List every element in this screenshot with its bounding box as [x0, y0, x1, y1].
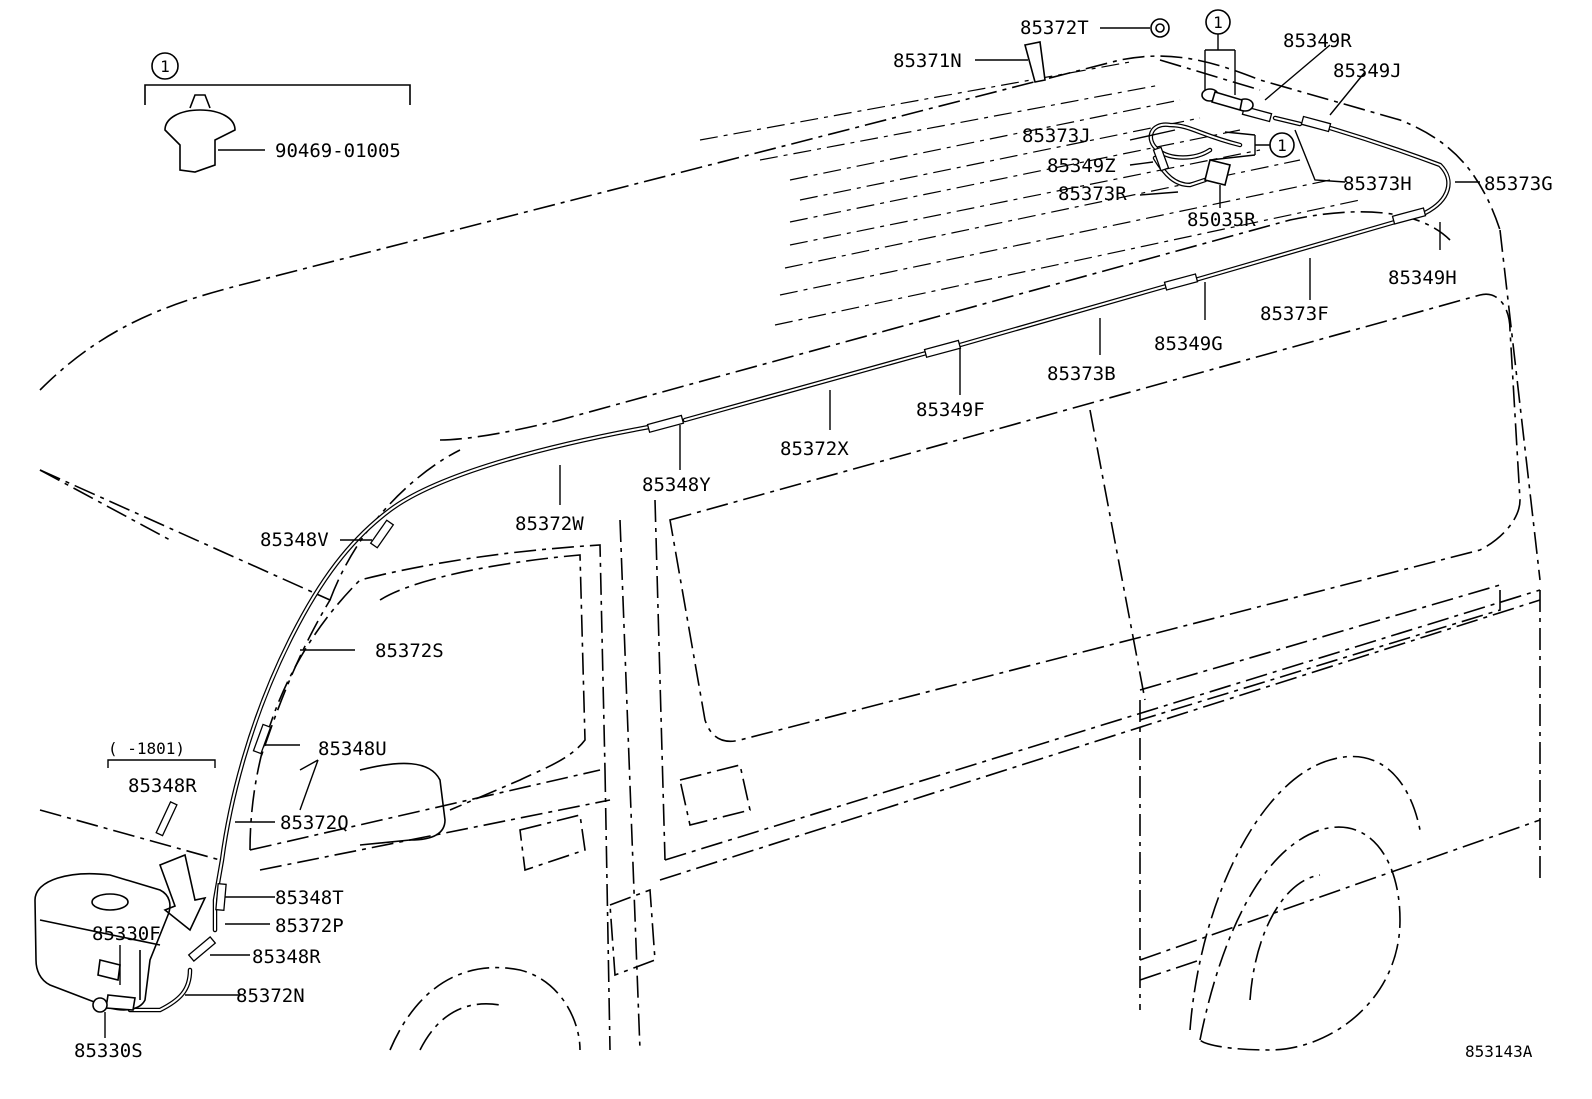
clip-part-number: 90469-01005 [275, 140, 401, 162]
clip-detail: 1 90469-01005 [144, 52, 411, 173]
label-85371N: 85371N [893, 50, 962, 72]
label-date-range: ( -1801) [108, 739, 185, 758]
label-85330S: 85330S [74, 1040, 143, 1062]
roof-hatching [699, 61, 1361, 326]
van-body-outline [39, 55, 1541, 1051]
label-85373G: 85373G [1484, 173, 1553, 195]
label-85372P: 85372P [275, 915, 344, 937]
circle-markers: 1 1 [1204, 9, 1295, 161]
label-85035R: 85035R [1187, 209, 1256, 231]
label-85372N: 85372N [236, 985, 305, 1007]
label-85372T: 85372T [1020, 17, 1089, 39]
hose-joints [155, 105, 1427, 962]
label-85372X: 85372X [780, 438, 849, 460]
direction-arrow [158, 853, 207, 932]
label-85349G: 85349G [1154, 333, 1223, 355]
part-labels: 85372T 85371N 85349R 85349J 85373J 85349… [74, 17, 1553, 1062]
label-85372W: 85372W [515, 513, 584, 535]
washer-reservoir [34, 872, 171, 1013]
label-85349F: 85349F [916, 399, 985, 421]
washer-hose-run [127, 115, 1451, 1013]
label-85348T: 85348T [275, 887, 344, 909]
label-85330F: 85330F [92, 923, 161, 945]
clip-callout-number: 1 [160, 57, 170, 76]
label-85372Q: 85372Q [280, 812, 349, 834]
label-85373F: 85373F [1260, 303, 1329, 325]
label-85349R: 85349R [1283, 30, 1352, 52]
label-85348Y: 85348Y [642, 474, 711, 496]
label-85349J: 85349J [1333, 60, 1402, 82]
leader-lines [104, 27, 1480, 1038]
label-85349H: 85349H [1388, 267, 1457, 289]
label-85373R: 85373R [1058, 183, 1127, 205]
svg-text:1: 1 [1213, 13, 1223, 32]
label-85348V: 85348V [260, 529, 329, 551]
label-85373J: 85373J [1022, 125, 1091, 147]
diagram-id: 853143A [1465, 1042, 1533, 1061]
side-mirror [359, 762, 446, 846]
svg-text:1: 1 [1277, 136, 1287, 155]
label-85348R: 85348R [252, 946, 321, 968]
label-85349Z: 85349Z [1047, 155, 1116, 177]
label-85348R-top: 85348R [128, 775, 197, 797]
label-85373H: 85373H [1343, 173, 1412, 195]
rear-washer-nozzle-assy [1024, 18, 1254, 186]
label-85348U: 85348U [318, 738, 387, 760]
label-85372S: 85372S [375, 640, 444, 662]
label-85373B: 85373B [1047, 363, 1116, 385]
